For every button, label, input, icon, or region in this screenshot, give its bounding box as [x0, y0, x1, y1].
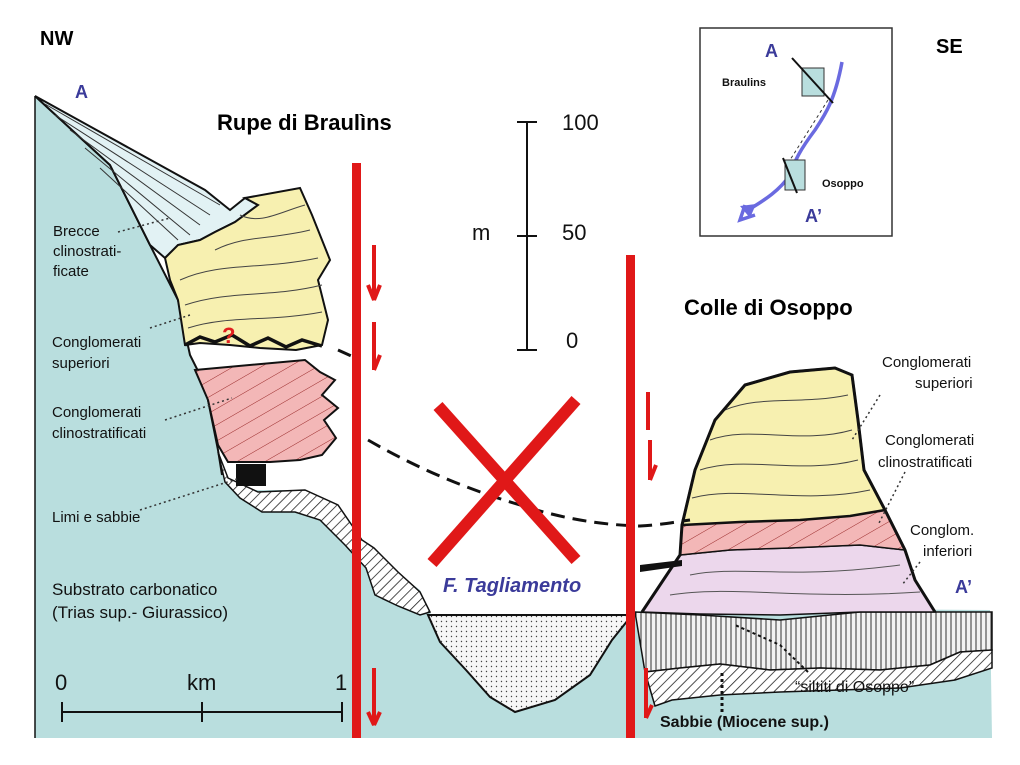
horizontal-scale-bar [61, 702, 343, 722]
hatched-layer-left [217, 451, 432, 616]
label-cong-sup-right-2: superiori [915, 375, 973, 392]
vscale-tick-0: 0 [566, 328, 578, 353]
fault-left [352, 163, 361, 738]
label-cong-clino-right-2: clinostratificati [878, 454, 972, 471]
label-limi: Limi e sabbie [52, 509, 140, 526]
hill-base-lens [640, 560, 682, 572]
label-cong-inf-2: inferiori [923, 543, 972, 560]
hill-outline [640, 366, 937, 613]
leader-cong-sup-left [149, 314, 191, 329]
label-cong-inf-1: Conglom. [910, 522, 974, 539]
vscale-unit: m [472, 220, 490, 245]
inset-label-a-prime: A’ [805, 206, 822, 226]
label-substrato-1: Substrato carbonatico [52, 580, 217, 599]
vertical-scale-bar [517, 121, 537, 351]
cong-clino-left [193, 358, 340, 463]
hscale-tick-0: 0 [55, 670, 67, 695]
leader-cong-sup-right [851, 394, 881, 441]
label-cong-sup-right-1: Conglomerati [882, 354, 971, 371]
erosion-surface-left [184, 333, 323, 349]
inset-map [699, 27, 893, 237]
section-end-a: A [75, 82, 88, 102]
cong-sup-left-lines [179, 204, 323, 329]
label-brecce-2: clinostrati- [53, 243, 121, 260]
hscale-unit: km [187, 670, 216, 695]
title-rupe-braulins: Rupe di Braulìns [217, 110, 392, 135]
orientation-se: SE [936, 36, 963, 58]
cong-inf-right [640, 544, 937, 616]
label-brecce-3: ficate [53, 263, 89, 280]
question-mark: ? [222, 323, 235, 348]
sabbie-layer [644, 649, 993, 707]
river-alluvium [426, 614, 635, 714]
hscale-tick-1: 1 [335, 670, 347, 695]
leader-cong-clino-right [877, 471, 906, 526]
label-cong-sup-left-2: superiori [52, 355, 110, 372]
cong-inf-lines [669, 564, 921, 596]
fault-right [626, 255, 635, 738]
vscale-tick-100: 100 [562, 110, 599, 135]
label-cong-clino-left-2: clinostratificati [52, 425, 146, 442]
label-siltiti: “siltiti di Osoppo” [795, 679, 914, 696]
orientation-nw: NW [40, 28, 73, 50]
leader-siltiti [734, 624, 809, 673]
label-substrato-2: (Trias sup.- Giurassico) [52, 603, 228, 622]
section-end-a-prime: A’ [955, 577, 972, 597]
title-colle-osoppo: Colle di Osoppo [684, 295, 853, 320]
label-brecce-1: Brecce [53, 223, 100, 240]
river-label: F. Tagliamento [443, 575, 581, 597]
cong-sup-right-lines [691, 394, 871, 499]
fault-arrows [366, 245, 658, 726]
cong-sup-left [163, 186, 332, 352]
inset-label-a: A [765, 41, 778, 61]
vscale-tick-50: 50 [562, 220, 586, 245]
inset-label-braulins: Braulins [722, 77, 766, 89]
label-cong-clino-right-1: Conglomerati [885, 432, 974, 449]
leader-brecce [117, 217, 171, 233]
leader-cong-clino-left [164, 397, 233, 421]
label-cong-clino-left-1: Conglomerati [52, 404, 141, 421]
substrate-left [35, 96, 992, 738]
projection-dashed-line [337, 348, 691, 528]
inset-label-osoppo: Osoppo [822, 178, 864, 190]
label-sabbie: Sabbie (Miocene sup.) [660, 714, 829, 731]
crossed-out-x [427, 396, 581, 567]
label-cong-sup-left-1: Conglomerati [52, 334, 141, 351]
limi-black-lens [236, 464, 266, 486]
breccia-lines [44, 103, 221, 241]
